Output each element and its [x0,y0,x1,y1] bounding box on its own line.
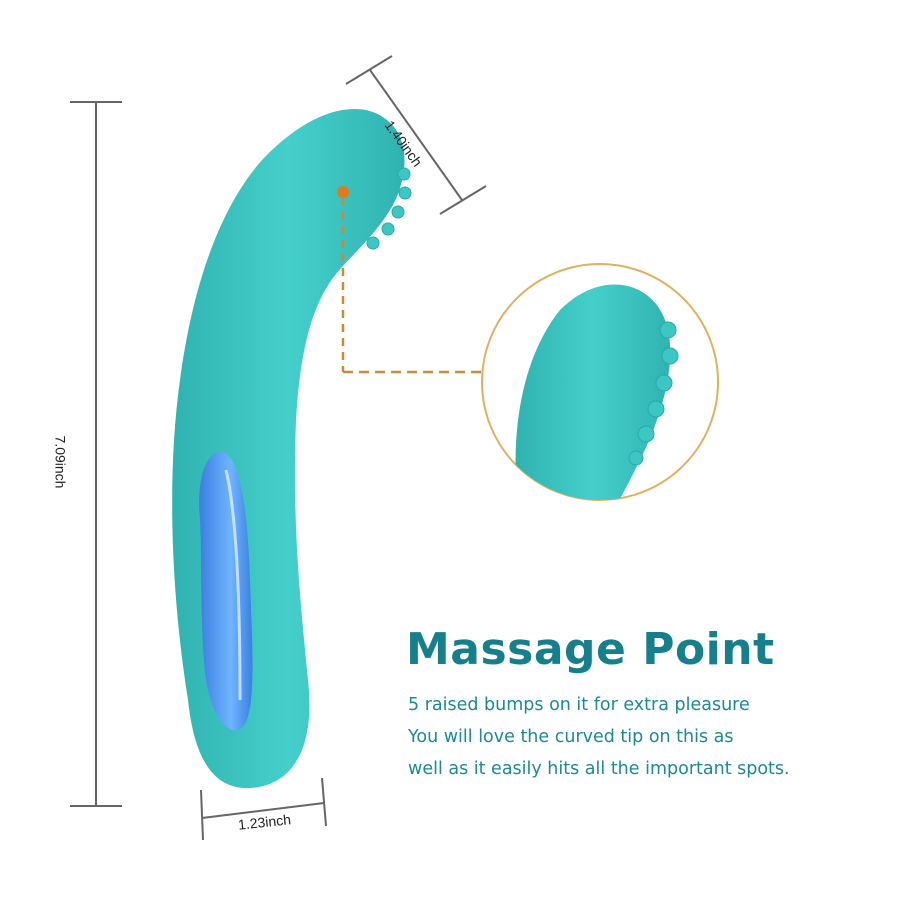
feature-line-3: well as it easily hits all the important… [408,759,790,779]
feature-title: Massage Point [406,624,775,675]
callout-pointer [337,186,492,374]
base-dimension-line [200,777,327,841]
feature-line-2: You will love the curved tip on this as [408,727,734,747]
feature-line-1: 5 raised bumps on it for extra pleasure [408,695,750,715]
height-dimension-label: 7.09inch [52,435,69,489]
product-body [172,108,412,789]
tip-dimension-line [345,55,487,215]
callout-dot-icon [337,186,349,198]
height-dimension-line [70,101,122,807]
zoom-detail-circle [481,263,719,501]
